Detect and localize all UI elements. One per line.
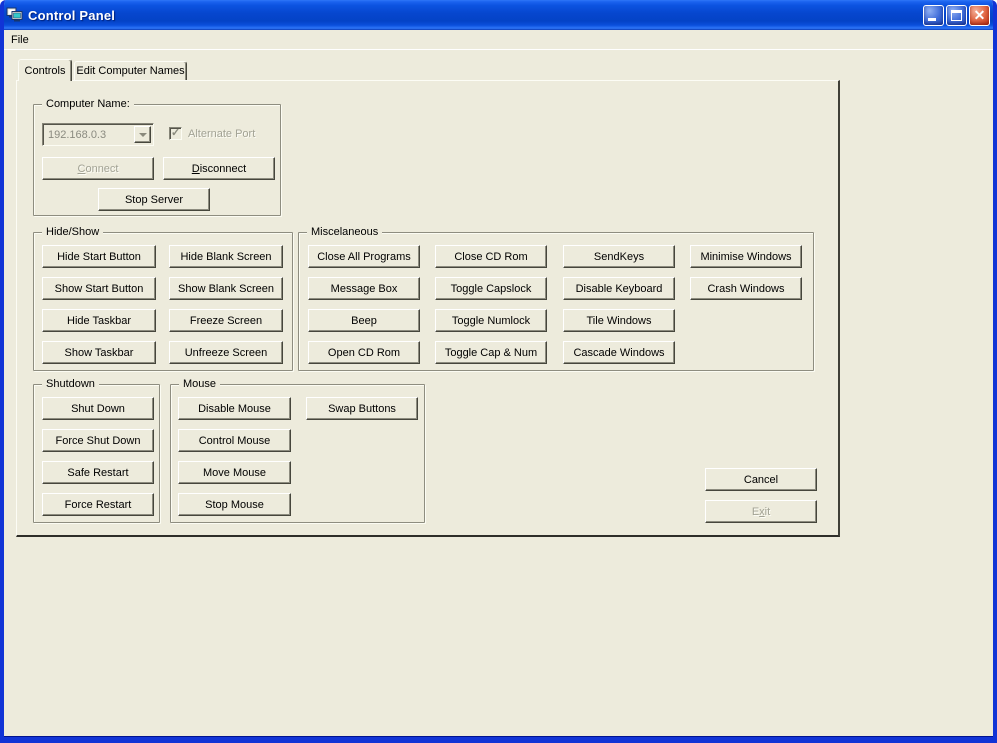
hide-blank-screen-button[interactable]: Hide Blank Screen [169, 245, 283, 268]
message-box-button[interactable]: Message Box [308, 277, 420, 300]
shut-down-button[interactable]: Shut Down [42, 397, 154, 420]
controls-tab-page: Computer Name: 192.168.0.3 Alternate Por… [16, 80, 840, 537]
stop-server-button[interactable]: Stop Server [98, 188, 210, 211]
close-icon: ✕ [973, 6, 986, 23]
computer-name-group-label: Computer Name: [42, 98, 134, 111]
maximize-button[interactable] [946, 4, 967, 26]
toggle-cap-num-button[interactable]: Toggle Cap & Num [435, 341, 547, 364]
safe-restart-button[interactable]: Safe Restart [42, 461, 154, 484]
hide-show-group-label: Hide/Show [42, 226, 104, 239]
miscellaneous-group: Miscelaneous Close All Programs Close CD… [298, 226, 814, 371]
alternate-port-row: Alternate Port [169, 126, 256, 140]
hide-start-button[interactable]: Hide Start Button [42, 245, 156, 268]
cancel-button[interactable]: Cancel [705, 468, 817, 491]
tab-controls[interactable]: Controls [18, 59, 72, 81]
combobox-dropdown-button[interactable] [134, 126, 151, 143]
shutdown-group-label: Shutdown [42, 378, 99, 391]
computer-name-group: Computer Name: 192.168.0.3 Alternate Por… [33, 98, 281, 216]
swap-buttons-button[interactable]: Swap Buttons [306, 397, 418, 420]
force-shut-down-button[interactable]: Force Shut Down [42, 429, 154, 452]
move-mouse-button[interactable]: Move Mouse [178, 461, 291, 484]
control-mouse-button[interactable]: Control Mouse [178, 429, 291, 452]
shutdown-group: Shutdown Shut Down Force Shut Down Safe … [33, 378, 160, 523]
minimize-button[interactable] [923, 4, 944, 26]
mouse-group: Mouse Disable Mouse Swap Buttons Control… [170, 378, 425, 523]
tile-windows-button[interactable]: Tile Windows [563, 309, 675, 332]
close-button[interactable]: ✕ [969, 4, 990, 26]
minimise-windows-button[interactable]: Minimise Windows [690, 245, 802, 268]
sendkeys-button[interactable]: SendKeys [563, 245, 675, 268]
close-all-programs-button[interactable]: Close All Programs [308, 245, 420, 268]
beep-button[interactable]: Beep [308, 309, 420, 332]
alternate-port-checkbox[interactable] [169, 126, 182, 140]
app-icon [6, 7, 23, 22]
show-start-button[interactable]: Show Start Button [42, 277, 156, 300]
alternate-port-label: Alternate Port [188, 127, 256, 140]
cascade-windows-button[interactable]: Cascade Windows [563, 341, 675, 364]
mouse-group-label: Mouse [179, 378, 221, 391]
miscellaneous-group-label: Miscelaneous [307, 226, 383, 239]
force-restart-button[interactable]: Force Restart [42, 493, 154, 516]
menu-bar: File [4, 30, 993, 50]
stop-mouse-button[interactable]: Stop Mouse [178, 493, 291, 516]
close-cd-rom-button[interactable]: Close CD Rom [435, 245, 547, 268]
crash-windows-button[interactable]: Crash Windows [690, 277, 802, 300]
open-cd-rom-button[interactable]: Open CD Rom [308, 341, 420, 364]
disable-mouse-button[interactable]: Disable Mouse [178, 397, 291, 420]
toggle-numlock-button[interactable]: Toggle Numlock [435, 309, 547, 332]
tab-edit-computer-names[interactable]: Edit Computer Names [74, 61, 187, 80]
show-blank-screen-button[interactable]: Show Blank Screen [169, 277, 283, 300]
toggle-capslock-button[interactable]: Toggle Capslock [435, 277, 547, 300]
maximize-icon [951, 9, 962, 21]
unfreeze-screen-button[interactable]: Unfreeze Screen [169, 341, 283, 364]
chevron-down-icon [139, 133, 147, 137]
show-taskbar-button[interactable]: Show Taskbar [42, 341, 156, 364]
menu-file[interactable]: File [11, 33, 29, 46]
hide-taskbar-button[interactable]: Hide Taskbar [42, 309, 156, 332]
window-title: Control Panel [28, 7, 116, 23]
computer-name-value: 192.168.0.3 [48, 128, 107, 141]
freeze-screen-button[interactable]: Freeze Screen [169, 309, 283, 332]
minimize-icon [928, 17, 936, 21]
hide-show-group: Hide/Show Hide Start Button Hide Blank S… [33, 226, 293, 371]
disable-keyboard-button[interactable]: Disable Keyboard [563, 277, 675, 300]
titlebar[interactable]: Control Panel ✕ [4, 0, 993, 30]
computer-name-combobox[interactable]: 192.168.0.3 [42, 123, 154, 146]
